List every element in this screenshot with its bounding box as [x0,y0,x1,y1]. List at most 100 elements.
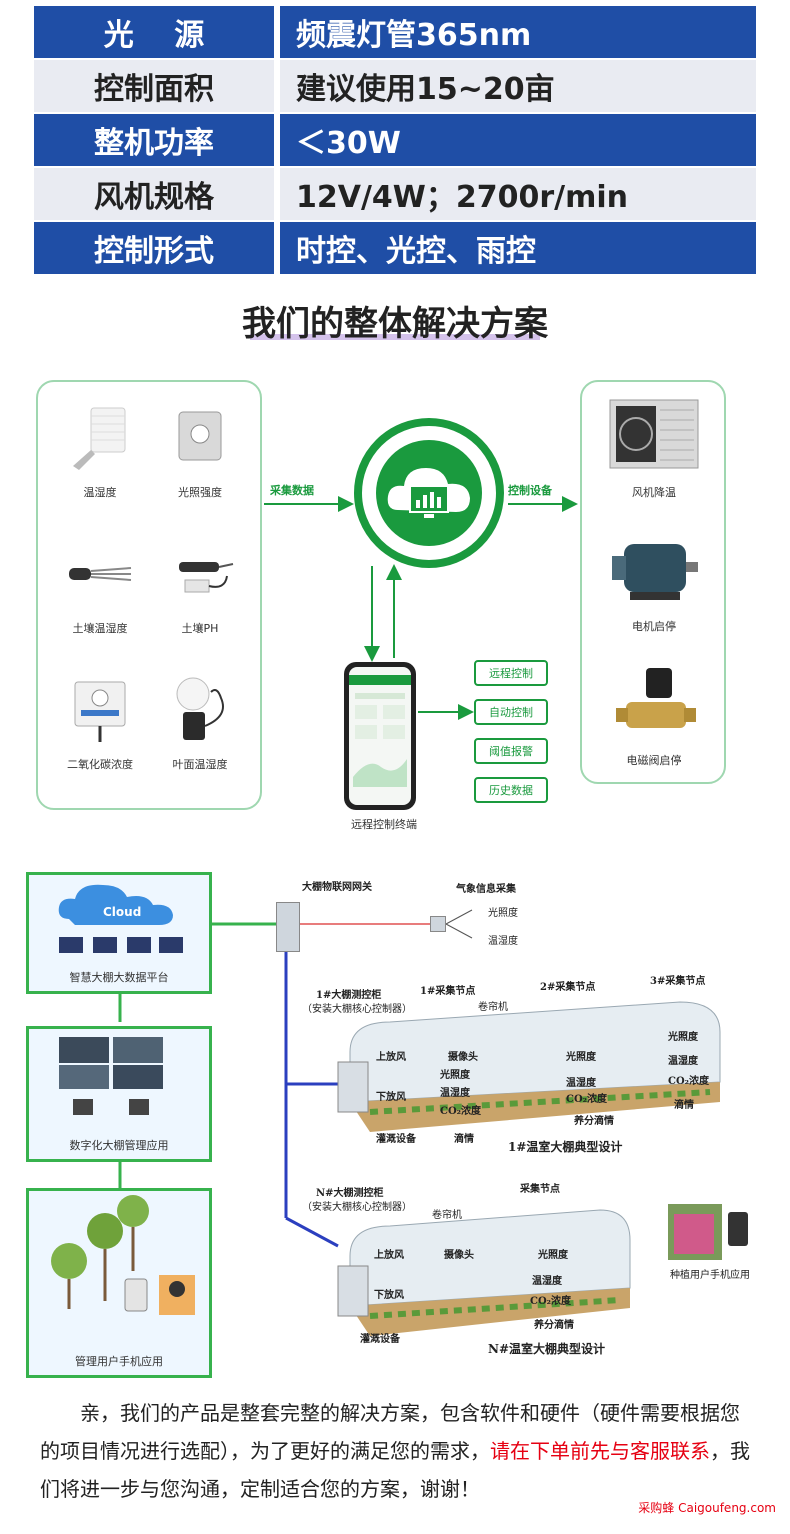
spec-table: 光 源 频震灯管365nm 控制面积 建议使用15~20亩 整机功率 ＜30W … [34,6,756,276]
iot-lines [118,909,473,1248]
spec-row: 风机规格 12V/4W；2700r/min [34,168,756,220]
weather-station-icon [430,916,446,932]
phone-terminal [344,662,416,810]
grower-app-label: 种植用户手机应用 [670,1270,750,1281]
sensor-temp-humidity: 温湿度 [50,404,150,500]
light-node3-label: 光照度 [668,1032,698,1043]
paragraph-part1: 亲，我们的产品是整套完整的解决方案，包含软件和硬件（硬件需要根据您的项目情况进行… [40,1401,740,1463]
sensor-label: 土壤PH [181,622,219,635]
cabinet-1-label: 1#大棚测控柜 [316,990,382,1001]
gateway-icon [276,902,300,952]
irrigation-label: 灌溉设备 [376,1134,416,1145]
closing-paragraph: 亲，我们的产品是整套完整的解决方案，包含软件和硬件（硬件需要根据您的项目情况进行… [40,1394,752,1508]
spec-value: ＜30W [280,114,756,166]
device-label: 电磁阀启停 [626,754,682,767]
greenhouse-1 [337,1001,721,1132]
spec-key: 控制形式 [34,222,274,274]
weather-label: 气象信息采集 [456,884,516,895]
roller-label: 卷帘机 [478,1002,508,1013]
device-motor: 电机启停 [594,530,714,634]
device-label: 风机降温 [632,486,676,499]
temp-hum-label: 温湿度 [488,936,518,947]
collect-data-label: 采集数据 [270,484,314,497]
cabinet-1-sub: （安装大棚核心控制器） [302,1004,412,1015]
threshold-alarm-button[interactable]: 阈值报警 [474,738,548,764]
drip-label: 滴情 [454,1134,474,1145]
soil-sensor-icon [65,540,135,610]
sensor-soil: 土壤温湿度 [50,540,150,636]
nutrient-label: 养分滴情 [574,1116,614,1127]
history-data-button[interactable]: 历史数据 [474,777,548,803]
upper-vent-label: 上放风 [376,1052,406,1063]
sensor-label: 叶面温湿度 [172,758,228,771]
spec-row: 整机功率 ＜30W [34,114,756,166]
sensor-co2: 二氧化碳浓度 [50,676,150,772]
light-node2-label: 光照度 [566,1052,596,1063]
node-1-label: 1#采集节点 [420,986,476,997]
spec-key: 光 源 [34,6,274,58]
co2-2-label: CO₂浓度 [566,1094,608,1105]
irrigation-n-label: 灌溉设备 [360,1334,400,1345]
phone-screen [349,667,411,805]
auto-control-button[interactable]: 自动控制 [474,699,548,725]
spec-value: 12V/4W；2700r/min [280,168,756,220]
drip-3-label: 滴情 [674,1100,694,1111]
management-label: 数字化大棚管理应用 [69,1139,169,1152]
leaf-sensor-icon [165,676,235,746]
spec-row: 控制面积 建议使用15~20亩 [34,60,756,112]
device-label: 电机启停 [632,620,676,633]
soil-temp-n-label: 温湿度 [532,1276,562,1287]
sensor-label: 二氧化碳浓度 [67,758,133,771]
sensor-label: 土壤温湿度 [72,622,128,635]
trees-icon [51,1195,195,1315]
spec-value: 时控、光控、雨控 [280,222,756,274]
lower-vent-label: 下放风 [376,1092,406,1103]
device-valve: 电磁阀启停 [594,664,714,768]
mobile-admin-box: 管理用户手机应用 [26,1188,212,1378]
design-1-label: 1#温室大棚典型设计 [508,1140,623,1154]
nutrient-n-label: 养分滴情 [534,1320,574,1331]
sensor-soil-ph: 土壤PH [150,540,250,636]
temp-humidity-sensor-icon [65,404,135,474]
cabinet-n-sub: （安装大棚核心控制器） [302,1202,412,1213]
lower-vent-n-label: 下放风 [374,1290,404,1301]
co2-sensor-icon [65,676,135,746]
roller-n-label: 卷帘机 [432,1210,462,1221]
grower-photo-icon [668,1204,748,1260]
sensor-label: 温湿度 [83,486,117,499]
node-2-label: 2#采集节点 [540,982,596,993]
node-3-label: 3#采集节点 [650,976,706,987]
fan-icon [606,396,702,476]
motor-icon [606,530,702,610]
node-n-label: 采集节点 [520,1184,560,1195]
valve-icon [606,664,702,744]
remote-control-button[interactable]: 远程控制 [474,660,548,686]
light-n-label: 光照度 [538,1250,568,1261]
design-n-label: N#温室大棚典型设计 [488,1342,606,1356]
light-node-label: 光照度 [440,1070,470,1081]
site-watermark: 采购蜂 Caigoufeng.com [638,1501,776,1515]
cloud-icon [376,440,482,546]
camera-n-label: 摄像头 [444,1250,474,1261]
diagram-arrows [264,496,578,720]
spec-row: 控制形式 时控、光控、雨控 [34,222,756,274]
sensor-label: 光照强度 [178,486,222,499]
spec-row: 光 源 频震灯管365nm [34,6,756,58]
control-device-label: 控制设备 [508,484,552,497]
title-underline [250,334,540,340]
big-data-platform-box: Cloud 智慧大棚大数据平台 [26,872,212,994]
device-fan: 风机降温 [594,396,714,500]
solution-title: 我们的整体解决方案 [242,304,548,344]
gateway-label: 大棚物联网网关 [302,882,372,893]
cloud-word: Cloud [103,905,142,919]
greenhouse-n [337,1209,631,1336]
co2-n-label: CO₂浓度 [530,1296,572,1307]
co2-3-label: CO₂浓度 [668,1076,710,1087]
sensor-leaf: 叶面温湿度 [150,676,250,772]
platform-label: 智慧大棚大数据平台 [69,971,169,984]
mobile-admin-label: 管理用户手机应用 [75,1355,163,1368]
light-label: 光照度 [488,908,518,919]
camera-label: 摄像头 [448,1052,478,1063]
upper-vent-n-label: 上放风 [374,1250,404,1261]
cloud-platform [354,418,504,568]
